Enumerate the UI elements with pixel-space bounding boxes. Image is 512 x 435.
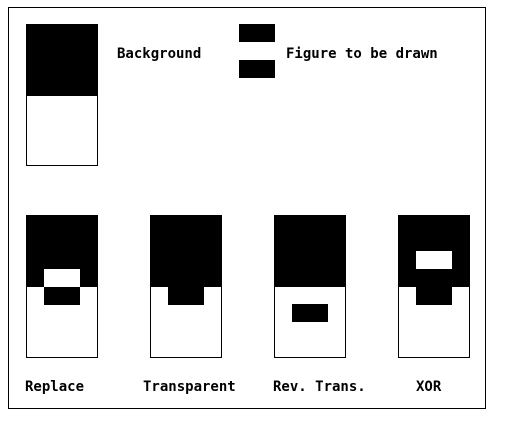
rev-trans-figure xyxy=(292,304,328,322)
xor-result xyxy=(398,215,470,358)
replace-result xyxy=(26,215,98,358)
xor-figure-white xyxy=(416,251,452,269)
background-label: Background xyxy=(117,46,202,62)
rev-trans-label: Rev. Trans. xyxy=(273,379,366,395)
rev-trans-background-black xyxy=(275,216,345,287)
background-sample xyxy=(26,24,98,166)
transparent-label: Transparent xyxy=(143,379,236,395)
replace-label: Replace xyxy=(25,379,85,395)
xor-label: XOR xyxy=(416,379,442,395)
figure-sample xyxy=(239,24,275,78)
background-black-half xyxy=(27,25,97,96)
figure-white-band xyxy=(239,42,275,60)
replace-figure-white xyxy=(44,269,80,287)
transparent-result xyxy=(150,215,222,358)
transparent-background-black xyxy=(151,216,221,287)
rev-trans-result xyxy=(274,215,346,358)
transparent-figure xyxy=(168,287,204,305)
figure-label: Figure to be drawn xyxy=(286,46,438,62)
replace-figure xyxy=(44,269,80,305)
xor-figure-black xyxy=(416,287,452,305)
